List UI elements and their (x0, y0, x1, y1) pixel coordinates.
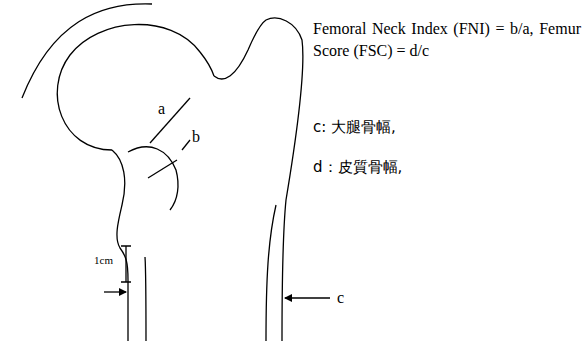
femoral-head (57, 25, 214, 150)
legend-note: d：皮質骨幅, (313, 156, 402, 178)
measure-line-a (150, 98, 190, 143)
medial-cortex (145, 257, 146, 341)
dimension-ticks (121, 246, 131, 282)
arrow-c (285, 297, 330, 298)
dimension-label: 1cm (94, 254, 113, 266)
formula-note: Femoral Neck Index (FNI) = b/a, Femur Sc… (313, 18, 581, 62)
measure-line-b (148, 160, 177, 178)
acetabulum-line (22, 4, 152, 98)
leader-b (182, 140, 190, 150)
neck-cortex (128, 147, 178, 210)
arrow-d (104, 291, 126, 292)
callout-letter: c (337, 287, 344, 309)
dimension-1cm (125, 246, 126, 282)
greater-trochanter (214, 18, 303, 341)
callout-letter: b (192, 126, 200, 148)
legend-note: c: 大腿骨幅, (313, 116, 396, 138)
callout-letter: a (158, 98, 165, 120)
femur-outline (22, 4, 330, 341)
lateral-cortex (266, 205, 276, 341)
